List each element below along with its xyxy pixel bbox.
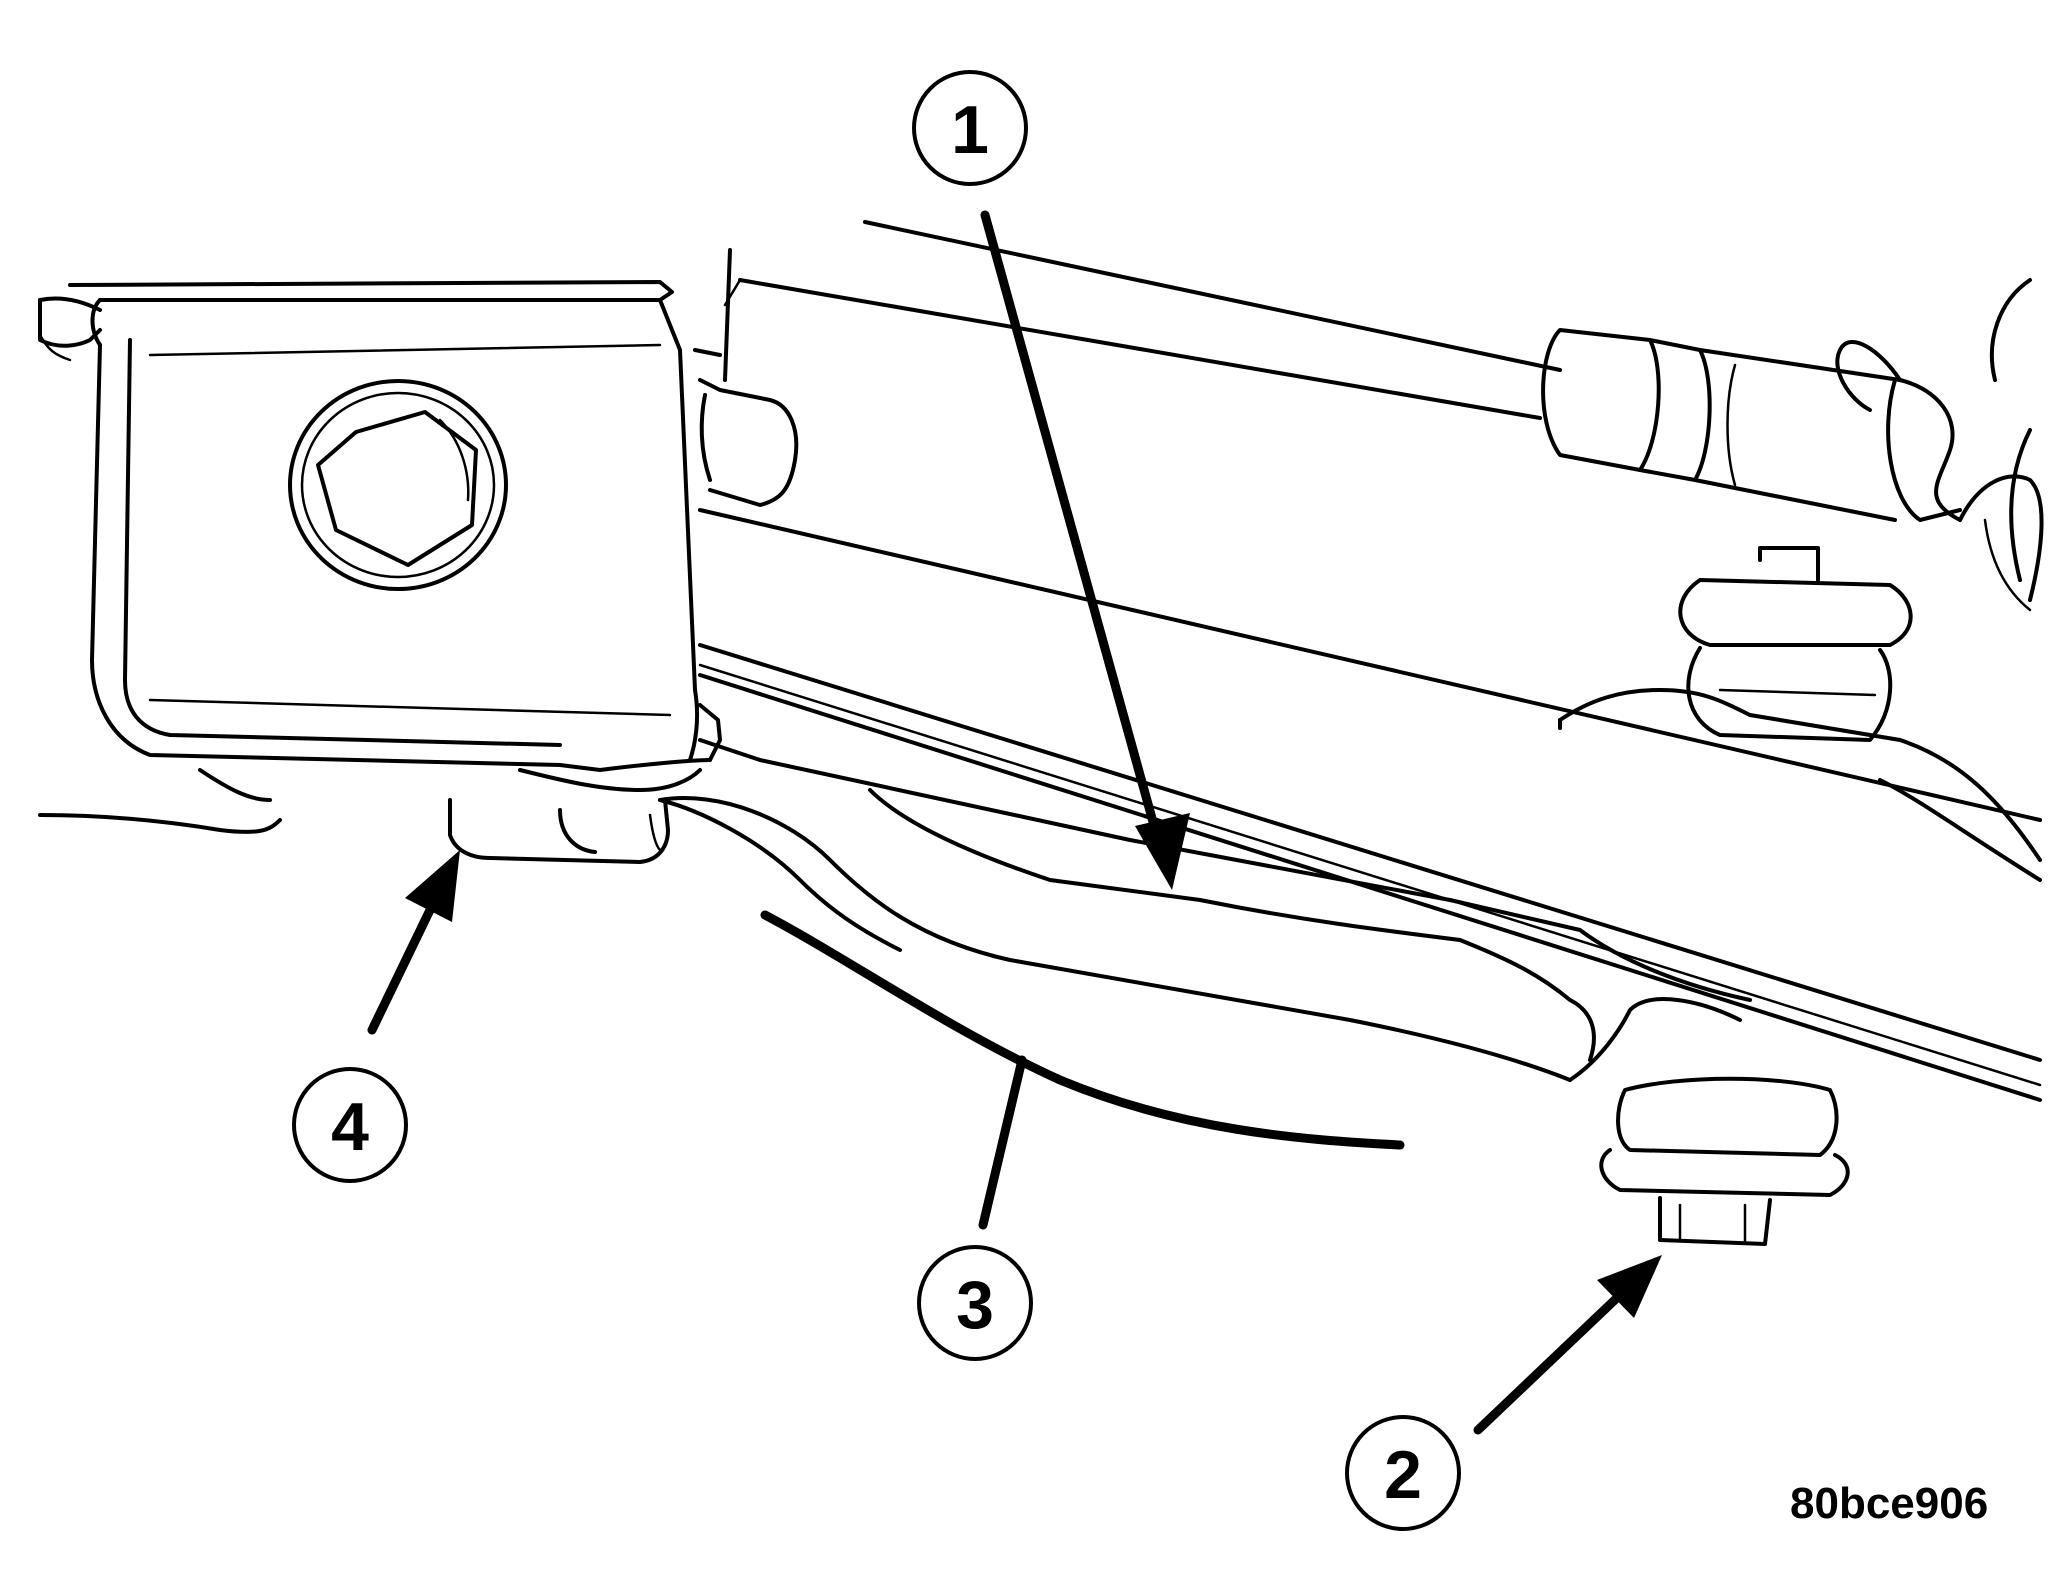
svg-text:3: 3 [956,1267,994,1343]
lower-nut [448,798,670,864]
callout-1: 1 [912,70,1028,186]
svg-text:4: 4 [331,1089,369,1165]
tie-rod [723,220,2044,612]
stabilizer-bar [760,910,1405,1150]
idler-arm [658,788,1742,1082]
ball-stud-upper [1678,546,1913,742]
frame-bracket [38,280,722,834]
arrow-2 [1473,1255,1662,1435]
callout-3: 3 [917,1245,1033,1361]
ball-stud-lower [1599,1076,1850,1246]
callout-2: 2 [1345,1415,1461,1531]
arrow-3 [978,1055,1027,1230]
callout-4: 4 [292,1067,408,1183]
svg-text:1: 1 [951,92,989,168]
bracket-tab [698,248,799,507]
svg-text:2: 2 [1384,1437,1422,1513]
hex-bolt [288,379,508,591]
arrow-4 [367,850,460,1035]
center-link [698,508,2042,1102]
figure-code: 80bce906 [1790,1479,1988,1528]
arrow-1 [980,210,1190,890]
